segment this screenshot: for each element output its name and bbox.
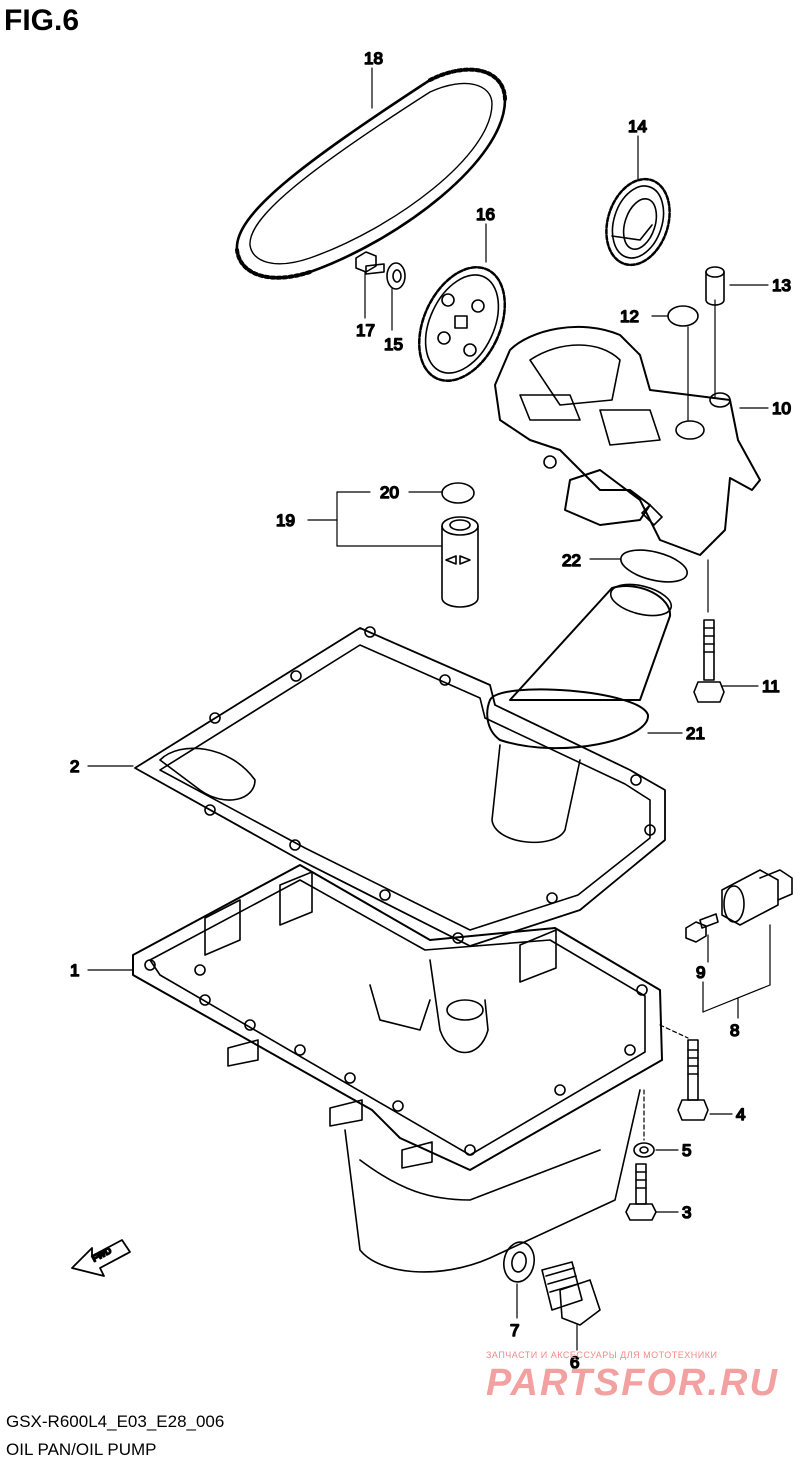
part-20-o-ring <box>441 482 475 504</box>
leader-lines <box>87 67 771 1351</box>
part-21-strainer <box>486 583 673 844</box>
callout-18: 18 <box>364 49 383 68</box>
part-2-gasket <box>134 626 666 947</box>
watermark-brand: PARTSFOR.RU <box>486 1362 779 1404</box>
callout-2: 2 <box>70 757 79 776</box>
diagram-code: GSX-R600L4_E03_E28_006 <box>6 1412 225 1431</box>
part-6-drain-plug <box>541 1261 601 1326</box>
callout-13: 13 <box>772 276 791 295</box>
callout-20: 20 <box>380 483 399 502</box>
callout-5: 5 <box>682 1141 691 1160</box>
part-11-bolt <box>693 619 725 703</box>
fwd-arrow-icon: FWD <box>71 1239 131 1277</box>
callout-21: 21 <box>686 724 705 743</box>
part-8-oil-pressure-switch <box>721 869 793 926</box>
callout-3: 3 <box>682 1203 691 1222</box>
part-10-oil-pump <box>494 325 761 556</box>
part-7-gasket <box>503 1241 535 1283</box>
callout-11: 11 <box>762 677 780 696</box>
callout-22: 22 <box>562 551 581 570</box>
part-13-dowel <box>705 266 725 306</box>
callout-numbers: 18 14 16 17 15 12 13 10 20 19 22 11 21 2… <box>69 48 792 1373</box>
part-3-bolt <box>625 1163 657 1221</box>
part-19-relief-valve <box>441 516 479 608</box>
callout-19: 19 <box>276 511 295 530</box>
callout-16: 16 <box>476 205 495 224</box>
callout-9: 9 <box>696 963 705 982</box>
diagram-name: OIL PAN/OIL PUMP <box>6 1440 157 1459</box>
callout-12: 12 <box>620 307 639 326</box>
figure-title: FIG.6 <box>4 4 80 37</box>
part-17-bolt <box>355 251 385 275</box>
part-22-o-ring <box>620 549 688 583</box>
part-18-chain <box>235 67 507 280</box>
callout-1: 1 <box>70 961 79 980</box>
callout-8: 8 <box>730 1021 739 1040</box>
callout-14: 14 <box>628 117 647 136</box>
part-5-washer <box>633 1142 655 1158</box>
part-15-washer <box>386 262 406 290</box>
part-14-sprocket <box>605 177 671 267</box>
callout-17: 17 <box>356 321 375 340</box>
part-16-gear <box>417 266 507 382</box>
part-9-bolt <box>685 913 719 943</box>
callout-4: 4 <box>736 1105 745 1124</box>
callout-15: 15 <box>384 335 403 354</box>
callout-6: 6 <box>570 1353 579 1372</box>
callout-10: 10 <box>772 399 791 418</box>
watermark-subtitle: ЗАПЧАСТИ И АКСЕССУАРЫ ДЛЯ МОТОТЕХНИКИ <box>486 1350 718 1360</box>
part-4-bolt <box>677 1039 709 1121</box>
part-1-oil-pan <box>132 864 663 1273</box>
part-12-o-ring <box>667 305 699 327</box>
callout-7: 7 <box>510 1321 519 1340</box>
